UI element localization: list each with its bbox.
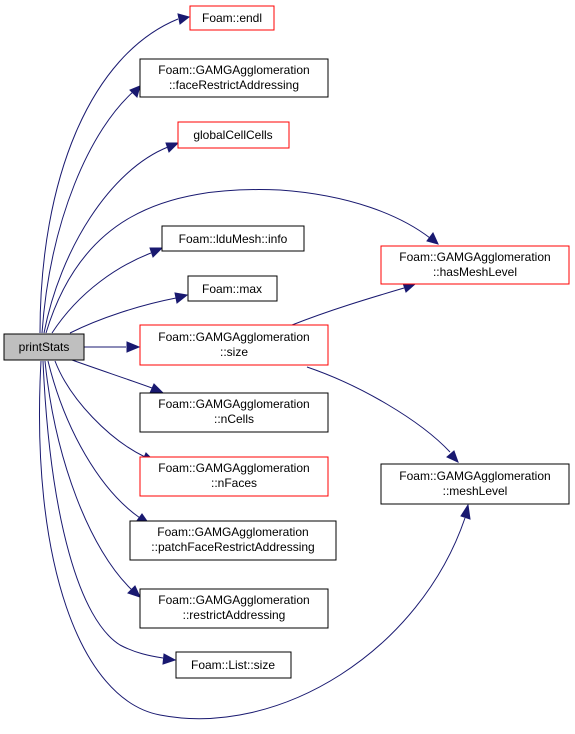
- node-hasmeshlevel-box: [380, 245, 570, 285]
- node-printstats-label: printStats: [19, 340, 70, 354]
- node-gamg-size[interactable]: Foam::GAMGAgglomeration ::size: [139, 324, 329, 366]
- node-ncells-box: [139, 392, 329, 433]
- node-list-size-box: [175, 651, 292, 679]
- node-lduinfo-box: [161, 225, 305, 252]
- edge-gsize-meshlevel: [306, 366, 459, 463]
- node-globalcellcells-label: globalCellCells: [193, 128, 272, 142]
- node-globalcellcells[interactable]: globalCellCells: [177, 121, 290, 149]
- edge-printstats-max: [69, 292, 189, 334]
- node-hasmeshlevel[interactable]: Foam::GAMGAgglomeration ::hasMeshLevel: [380, 245, 570, 285]
- node-foam-max[interactable]: Foam::max: [187, 275, 278, 302]
- node-gamg-size-label-1: Foam::GAMGAgglomeration: [158, 330, 309, 344]
- node-nfaces[interactable]: Foam::GAMGAgglomeration ::nFaces: [139, 456, 329, 497]
- edge-printstats-endl: [39, 13, 191, 334]
- edge-gsize-hasmeshlevel: [291, 282, 417, 326]
- node-lduinfo[interactable]: Foam::lduMesh::info: [161, 225, 305, 252]
- node-nfaces-label-1: Foam::GAMGAgglomeration: [158, 461, 309, 475]
- edges: [38, 13, 471, 720]
- node-facerestrictaddressing-box: [139, 58, 329, 98]
- node-foam-endl-box: [189, 5, 275, 31]
- node-ncells-label-2: ::nCells: [214, 412, 254, 426]
- node-foam-max-box: [187, 275, 278, 302]
- node-list-size[interactable]: Foam::List::size: [175, 651, 292, 679]
- node-lduinfo-label: Foam::lduMesh::info: [179, 232, 288, 246]
- node-nfaces-label-2: ::nFaces: [211, 476, 257, 490]
- edge-printstats-ncells: [71, 359, 165, 394]
- node-ncells[interactable]: Foam::GAMGAgglomeration ::nCells: [139, 392, 329, 433]
- node-meshlevel-label-1: Foam::GAMGAgglomeration: [399, 469, 550, 483]
- edge-printstats-hasmeshlevel-top: [45, 189, 439, 334]
- node-ncells-label-1: Foam::GAMGAgglomeration: [158, 397, 309, 411]
- node-facerestrictaddressing-label-2: ::faceRestrictAddressing: [169, 78, 299, 92]
- node-restrictaddressing-label-2: ::restrictAddressing: [183, 608, 286, 622]
- edge-printstats-restrict: [44, 360, 141, 598]
- node-printstats[interactable]: printStats: [3, 333, 85, 361]
- node-printstats-box: [3, 333, 85, 361]
- node-list-size-label: Foam::List::size: [191, 658, 275, 672]
- nodes: printStats Foam::endl Foam::GAMGAgglomer…: [3, 5, 570, 679]
- node-foam-endl-label: Foam::endl: [202, 11, 262, 25]
- edge-printstats-patchface: [47, 360, 151, 525]
- edge-printstats-listsize: [42, 360, 177, 665]
- node-patchfacerestrictaddressing[interactable]: Foam::GAMGAgglomeration ::patchFaceRestr…: [129, 520, 337, 561]
- node-restrictaddressing[interactable]: Foam::GAMGAgglomeration ::restrictAddres…: [139, 588, 329, 629]
- node-foam-endl[interactable]: Foam::endl: [189, 5, 275, 31]
- node-meshlevel-box: [380, 463, 570, 505]
- node-patchfacerestrictaddressing-box: [129, 520, 337, 561]
- edge-printstats-facerestrictaddressing: [41, 85, 141, 334]
- node-patchfacerestrictaddressing-label-2: ::patchFaceRestrictAddressing: [151, 540, 314, 554]
- edge-printstats-meshlevel-bottom: [38, 360, 471, 720]
- node-meshlevel[interactable]: Foam::GAMGAgglomeration ::meshLevel: [380, 463, 570, 505]
- edge-printstats-lduinfo: [51, 247, 164, 334]
- node-facerestrictaddressing-label-1: Foam::GAMGAgglomeration: [158, 63, 309, 77]
- edge-printstats-gsize: [84, 341, 141, 353]
- node-hasmeshlevel-label-1: Foam::GAMGAgglomeration: [399, 250, 550, 264]
- node-restrictaddressing-label-1: Foam::GAMGAgglomeration: [158, 593, 309, 607]
- node-meshlevel-label-2: ::meshLevel: [443, 484, 508, 498]
- node-gamg-size-label-2: ::size: [220, 345, 248, 359]
- node-nfaces-box: [139, 456, 329, 497]
- node-gamg-size-box: [139, 324, 329, 366]
- node-globalcellcells-box: [177, 121, 290, 149]
- node-foam-max-label: Foam::max: [202, 282, 262, 296]
- node-patchfacerestrictaddressing-label-1: Foam::GAMGAgglomeration: [157, 525, 308, 539]
- node-hasmeshlevel-label-2: ::hasMeshLevel: [433, 265, 517, 279]
- node-restrictaddressing-box: [139, 588, 329, 629]
- node-facerestrictaddressing[interactable]: Foam::GAMGAgglomeration ::faceRestrictAd…: [139, 58, 329, 98]
- edge-printstats-globalcellcells: [43, 142, 180, 334]
